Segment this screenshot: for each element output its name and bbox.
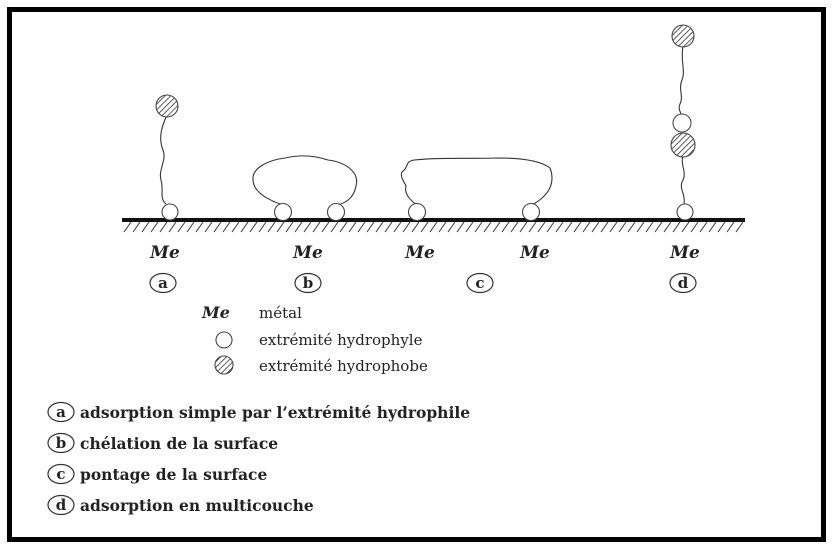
svg-text:d: d	[678, 274, 689, 292]
svg-text:pontage de la surface: pontage de la surface	[80, 465, 267, 484]
key-item-a: a adsorption simple par l’extrémité hydr…	[47, 401, 470, 423]
svg-text:a: a	[158, 274, 168, 292]
svg-text:adsorption simple par l’extrém: adsorption simple par l’extrémité hydrop…	[80, 403, 470, 422]
svg-text:b: b	[303, 274, 314, 292]
hydrophilic-end	[407, 202, 427, 222]
svg-text:chélation de la surface: chélation de la surface	[80, 434, 278, 453]
svg-text:c: c	[475, 274, 484, 292]
case-marker-a: a	[149, 272, 177, 294]
key-item-c: c pontage de la surface	[47, 463, 267, 485]
surface-hatching	[123, 221, 744, 233]
metal-label-b: Me	[292, 243, 323, 263]
key-list: a adsorption simple par l’extrémité hydr…	[47, 401, 470, 516]
hydrophilic-end	[521, 202, 541, 222]
molecule-d	[670, 24, 696, 221]
key-item-b: b chélation de la surface	[47, 432, 278, 454]
svg-text:adsorption en multicouche: adsorption en multicouche	[80, 496, 314, 515]
key-item-d: d adsorption en multicouche	[47, 494, 314, 516]
metal-label-c-left: Me	[404, 243, 435, 263]
metal-label-d: Me	[669, 243, 700, 263]
hydrophilic-end	[273, 202, 293, 222]
molecule-b	[252, 155, 358, 222]
case-marker-d: d	[669, 272, 697, 294]
case-marker-c: c	[466, 272, 494, 294]
hydrophobic-end	[155, 94, 179, 118]
legend-hydrophilic-text: extrémité hydrophyle	[259, 331, 423, 349]
hydrophilic-end	[672, 113, 692, 133]
molecule-c	[400, 157, 553, 222]
svg-text:d: d	[56, 496, 67, 514]
metal-label-c-right: Me	[519, 243, 550, 263]
hydrophilic-end	[161, 203, 179, 221]
svg-text:c: c	[56, 465, 65, 483]
hydrophilic-end	[676, 203, 694, 221]
case-marker-b: b	[294, 272, 322, 294]
symbol-legend: Me métal extrémité hydrophyle extrémité …	[201, 303, 428, 375]
legend-metal-text: métal	[259, 304, 302, 322]
hydrophobic-end	[670, 132, 696, 158]
hydrophobic-end	[671, 24, 695, 48]
molecule-a	[155, 94, 179, 221]
svg-text:b: b	[56, 434, 67, 452]
legend-metal-symbol: Me	[201, 303, 230, 322]
metal-label-a: Me	[149, 243, 180, 263]
svg-text:a: a	[56, 403, 66, 421]
legend-hydrophobic-text: extrémité hydrophobe	[259, 357, 428, 375]
metal-surface	[122, 218, 745, 233]
legend-hydrophobic-icon	[214, 355, 234, 375]
hydrophilic-end	[326, 202, 346, 222]
legend-hydrophilic-icon	[215, 331, 233, 349]
